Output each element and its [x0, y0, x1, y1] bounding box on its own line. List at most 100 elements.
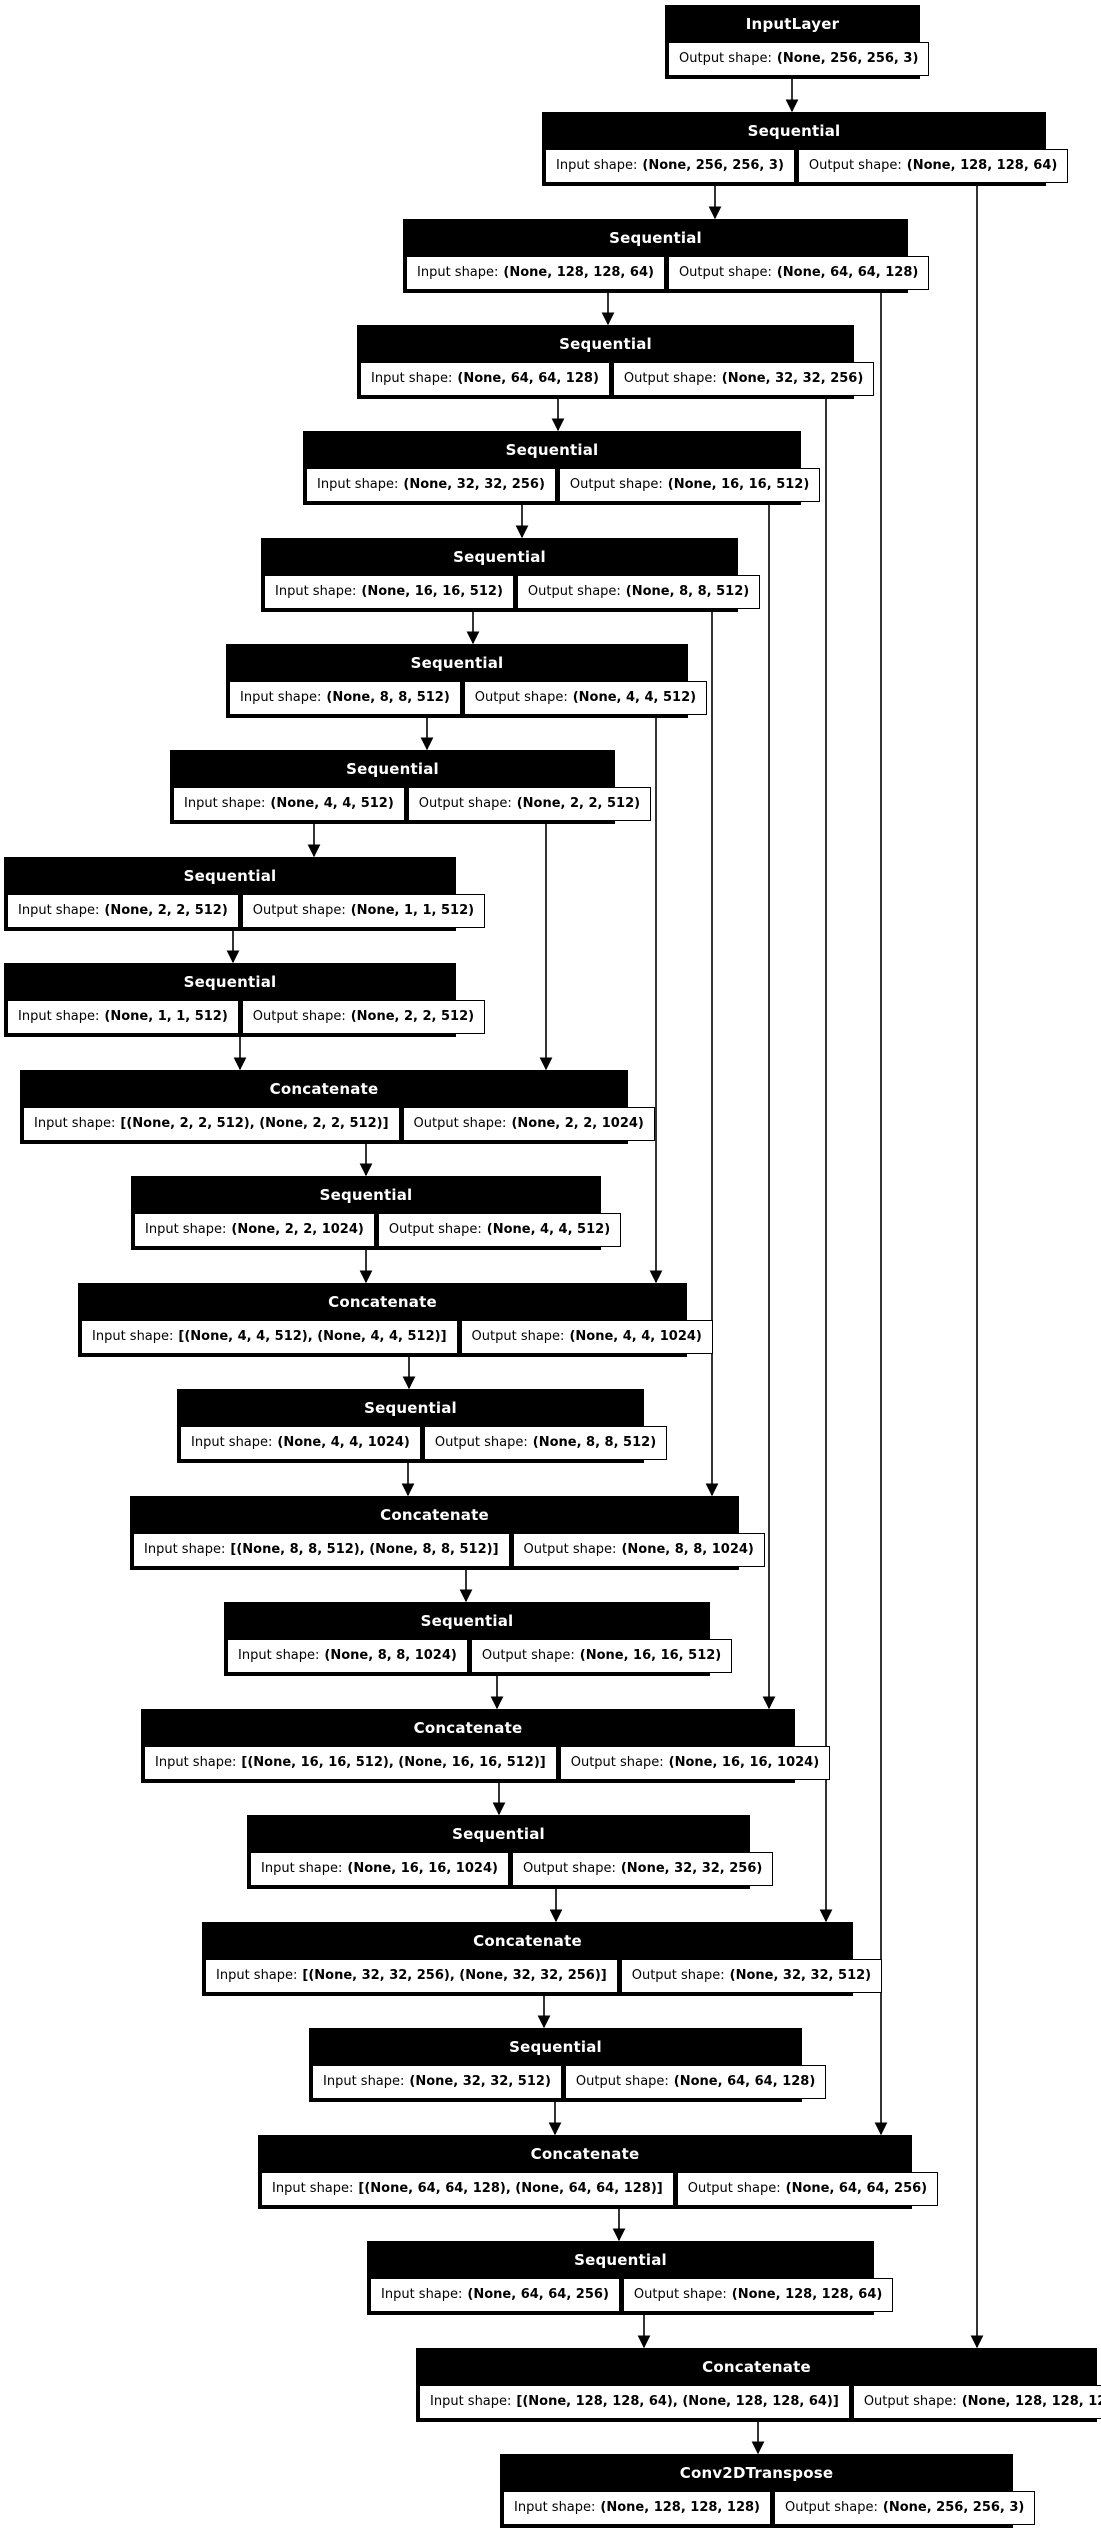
shape-value: (None, 4, 4, 1024): [569, 1329, 702, 1345]
shape-prefix: Input shape:: [417, 265, 499, 281]
shape-prefix: Input shape:: [18, 1009, 100, 1025]
shape-value: (None, 256, 256, 3): [882, 2500, 1025, 2516]
shape-prefix: Output shape:: [863, 2394, 957, 2410]
shape-prefix: Input shape:: [216, 1968, 298, 1984]
shape-prefix: Output shape:: [481, 1648, 575, 1664]
shape-value: (None, 2, 2, 512): [516, 796, 641, 812]
shape-prefix: Input shape:: [92, 1329, 174, 1345]
shape-value: (None, 4, 4, 512): [486, 1222, 611, 1238]
shape-prefix: Output shape:: [569, 477, 663, 493]
output-shape-cell: Output shape:(None, 128, 128, 64): [622, 2277, 894, 2312]
output-shape-cell: Output shape:(None, 16, 16, 512): [558, 467, 821, 502]
shape-prefix: Output shape:: [523, 1542, 617, 1558]
output-shape-cell: Output shape:(None, 32, 32, 512): [620, 1958, 883, 1993]
shape-prefix: Input shape:: [556, 158, 638, 174]
input-shape-cell: Input shape:(None, 128, 128, 64): [406, 255, 665, 290]
shape-row: Input shape:(None, 16, 16, 512)Output sh…: [264, 574, 761, 609]
shape-prefix: Output shape:: [678, 265, 772, 281]
shape-prefix: Input shape:: [323, 2074, 405, 2090]
input-shape-cell: Input shape:[(None, 8, 8, 512), (None, 8…: [133, 1532, 510, 1567]
input-shape-cell: Input shape:(None, 2, 2, 1024): [134, 1212, 375, 1247]
shape-row: Input shape:[(None, 8, 8, 512), (None, 8…: [133, 1532, 765, 1567]
shape-prefix: Input shape:: [317, 477, 399, 493]
output-shape-cell: Output shape:(None, 2, 2, 512): [407, 786, 652, 821]
input-shape-cell: Input shape:(None, 128, 128, 128): [503, 2490, 771, 2525]
output-shape-cell: Output shape:(None, 256, 256, 3): [773, 2490, 1036, 2525]
shape-row: Input shape:[(None, 128, 128, 64), (None…: [419, 2384, 1101, 2419]
output-shape-cell: Output shape:(None, 64, 64, 128): [667, 255, 930, 290]
input-shape-cell: Input shape:(None, 64, 64, 256): [370, 2277, 620, 2312]
input-shape-cell: Input shape:(None, 2, 2, 512): [7, 893, 239, 928]
shape-value: (None, 8, 8, 512): [326, 690, 450, 706]
shape-value: (None, 1, 1, 512): [104, 1009, 228, 1025]
input-shape-cell: Input shape:(None, 32, 32, 512): [312, 2064, 562, 2099]
input-shape-cell: Input shape:(None, 1, 1, 512): [7, 999, 239, 1034]
layer-title: Sequential: [559, 335, 652, 354]
shape-row: Input shape:(None, 8, 8, 512)Output shap…: [229, 680, 708, 715]
layer-title: Concatenate: [328, 1293, 437, 1312]
shape-prefix: Output shape:: [575, 2074, 669, 2090]
shape-row: Input shape:(None, 8, 8, 1024) Output sha…: [227, 1638, 733, 1673]
shape-value: (None, 256, 256, 3): [776, 51, 919, 67]
output-shape-cell: Output shape:(None, 64, 64, 128): [564, 2064, 827, 2099]
input-shape-cell: Input shape:[(None, 4, 4, 512), (None, 4…: [81, 1319, 458, 1354]
shape-value: (None, 2, 2, 512): [350, 1009, 475, 1025]
shape-prefix: Output shape:: [623, 371, 717, 387]
shape-prefix: Output shape:: [631, 1968, 725, 1984]
shape-value: (None, 8, 8, 1024): [324, 1648, 457, 1664]
layer-title: Concatenate: [269, 1080, 379, 1099]
shape-value: (None, 2, 2, 512): [104, 903, 228, 919]
shape-value: (None, 64, 64, 128): [776, 265, 919, 281]
shape-value: (None, 4, 4, 1024): [277, 1435, 410, 1451]
output-shape-cell: Output shape:(None, 8, 8, 512): [516, 574, 761, 609]
shape-prefix: Input shape:: [184, 796, 266, 812]
shape-row: Input shape:(None, 2, 2, 1024)Output sha…: [134, 1212, 622, 1247]
shape-prefix: Output shape:: [471, 1329, 565, 1345]
output-shape-cell: Output shape:(None, 4, 4, 512): [377, 1212, 622, 1247]
shape-prefix: Output shape:: [474, 690, 568, 706]
layer-title: Sequential: [452, 1825, 545, 1844]
shape-prefix: Input shape:: [238, 1648, 320, 1664]
output-shape-cell: Output shape:(None, 4, 4, 512): [463, 680, 708, 715]
shape-prefix: Output shape:: [522, 1861, 616, 1877]
shape-row: Input shape:(None, 64, 64, 128)Output sh…: [360, 361, 875, 396]
shape-row: Output shape:(None, 256, 256, 3): [668, 41, 930, 76]
shape-prefix: Input shape:: [155, 1755, 237, 1771]
shape-value: (None, 64, 64, 256): [467, 2287, 609, 2303]
shape-value: (None, 32, 32, 256): [403, 477, 545, 493]
layer-title: Sequential: [183, 867, 277, 886]
input-shape-cell: Input shape:(None, 64, 64, 128): [360, 361, 610, 396]
shape-prefix: Output shape:: [570, 1755, 664, 1771]
output-shape-cell: Output shape:(None, 128, 128, 64): [797, 148, 1069, 183]
shape-value: (None, 128, 128, 128): [600, 2500, 760, 2516]
shape-value: (None, 32, 32, 512): [409, 2074, 551, 2090]
shape-prefix: Output shape:: [434, 1435, 528, 1451]
output-shape-cell: Output shape:(None, 16, 16, 1024): [559, 1745, 831, 1780]
shape-prefix: Input shape:: [430, 2394, 512, 2410]
shape-row: Input shape:[(None, 2, 2, 512), (None, 2…: [23, 1106, 655, 1141]
shape-value: (None, 8, 8, 512): [625, 584, 750, 600]
output-shape-cell: Output shape:(None, 32, 32, 256): [612, 361, 875, 396]
shape-prefix: Output shape:: [679, 51, 772, 67]
shape-prefix: Output shape:: [252, 1009, 346, 1025]
shape-prefix: Input shape:: [514, 2500, 596, 2516]
shape-row: Input shape:(None, 1, 1, 512) Output shap…: [7, 999, 486, 1034]
layer-title: Sequential: [509, 2038, 602, 2057]
input-shape-cell: Input shape:[(None, 16, 16, 512), (None,…: [144, 1745, 557, 1780]
shape-value: (None, 2, 2, 1024): [231, 1222, 364, 1238]
shape-value: (None, 8, 8, 1024): [621, 1542, 754, 1558]
output-shape-cell: Output shape:(None, 256, 256, 3): [668, 41, 930, 76]
layer-title: Sequential: [364, 1399, 457, 1418]
shape-value: (None, 128, 128, 64): [731, 2287, 883, 2303]
layer-title: Concatenate: [702, 2358, 811, 2377]
